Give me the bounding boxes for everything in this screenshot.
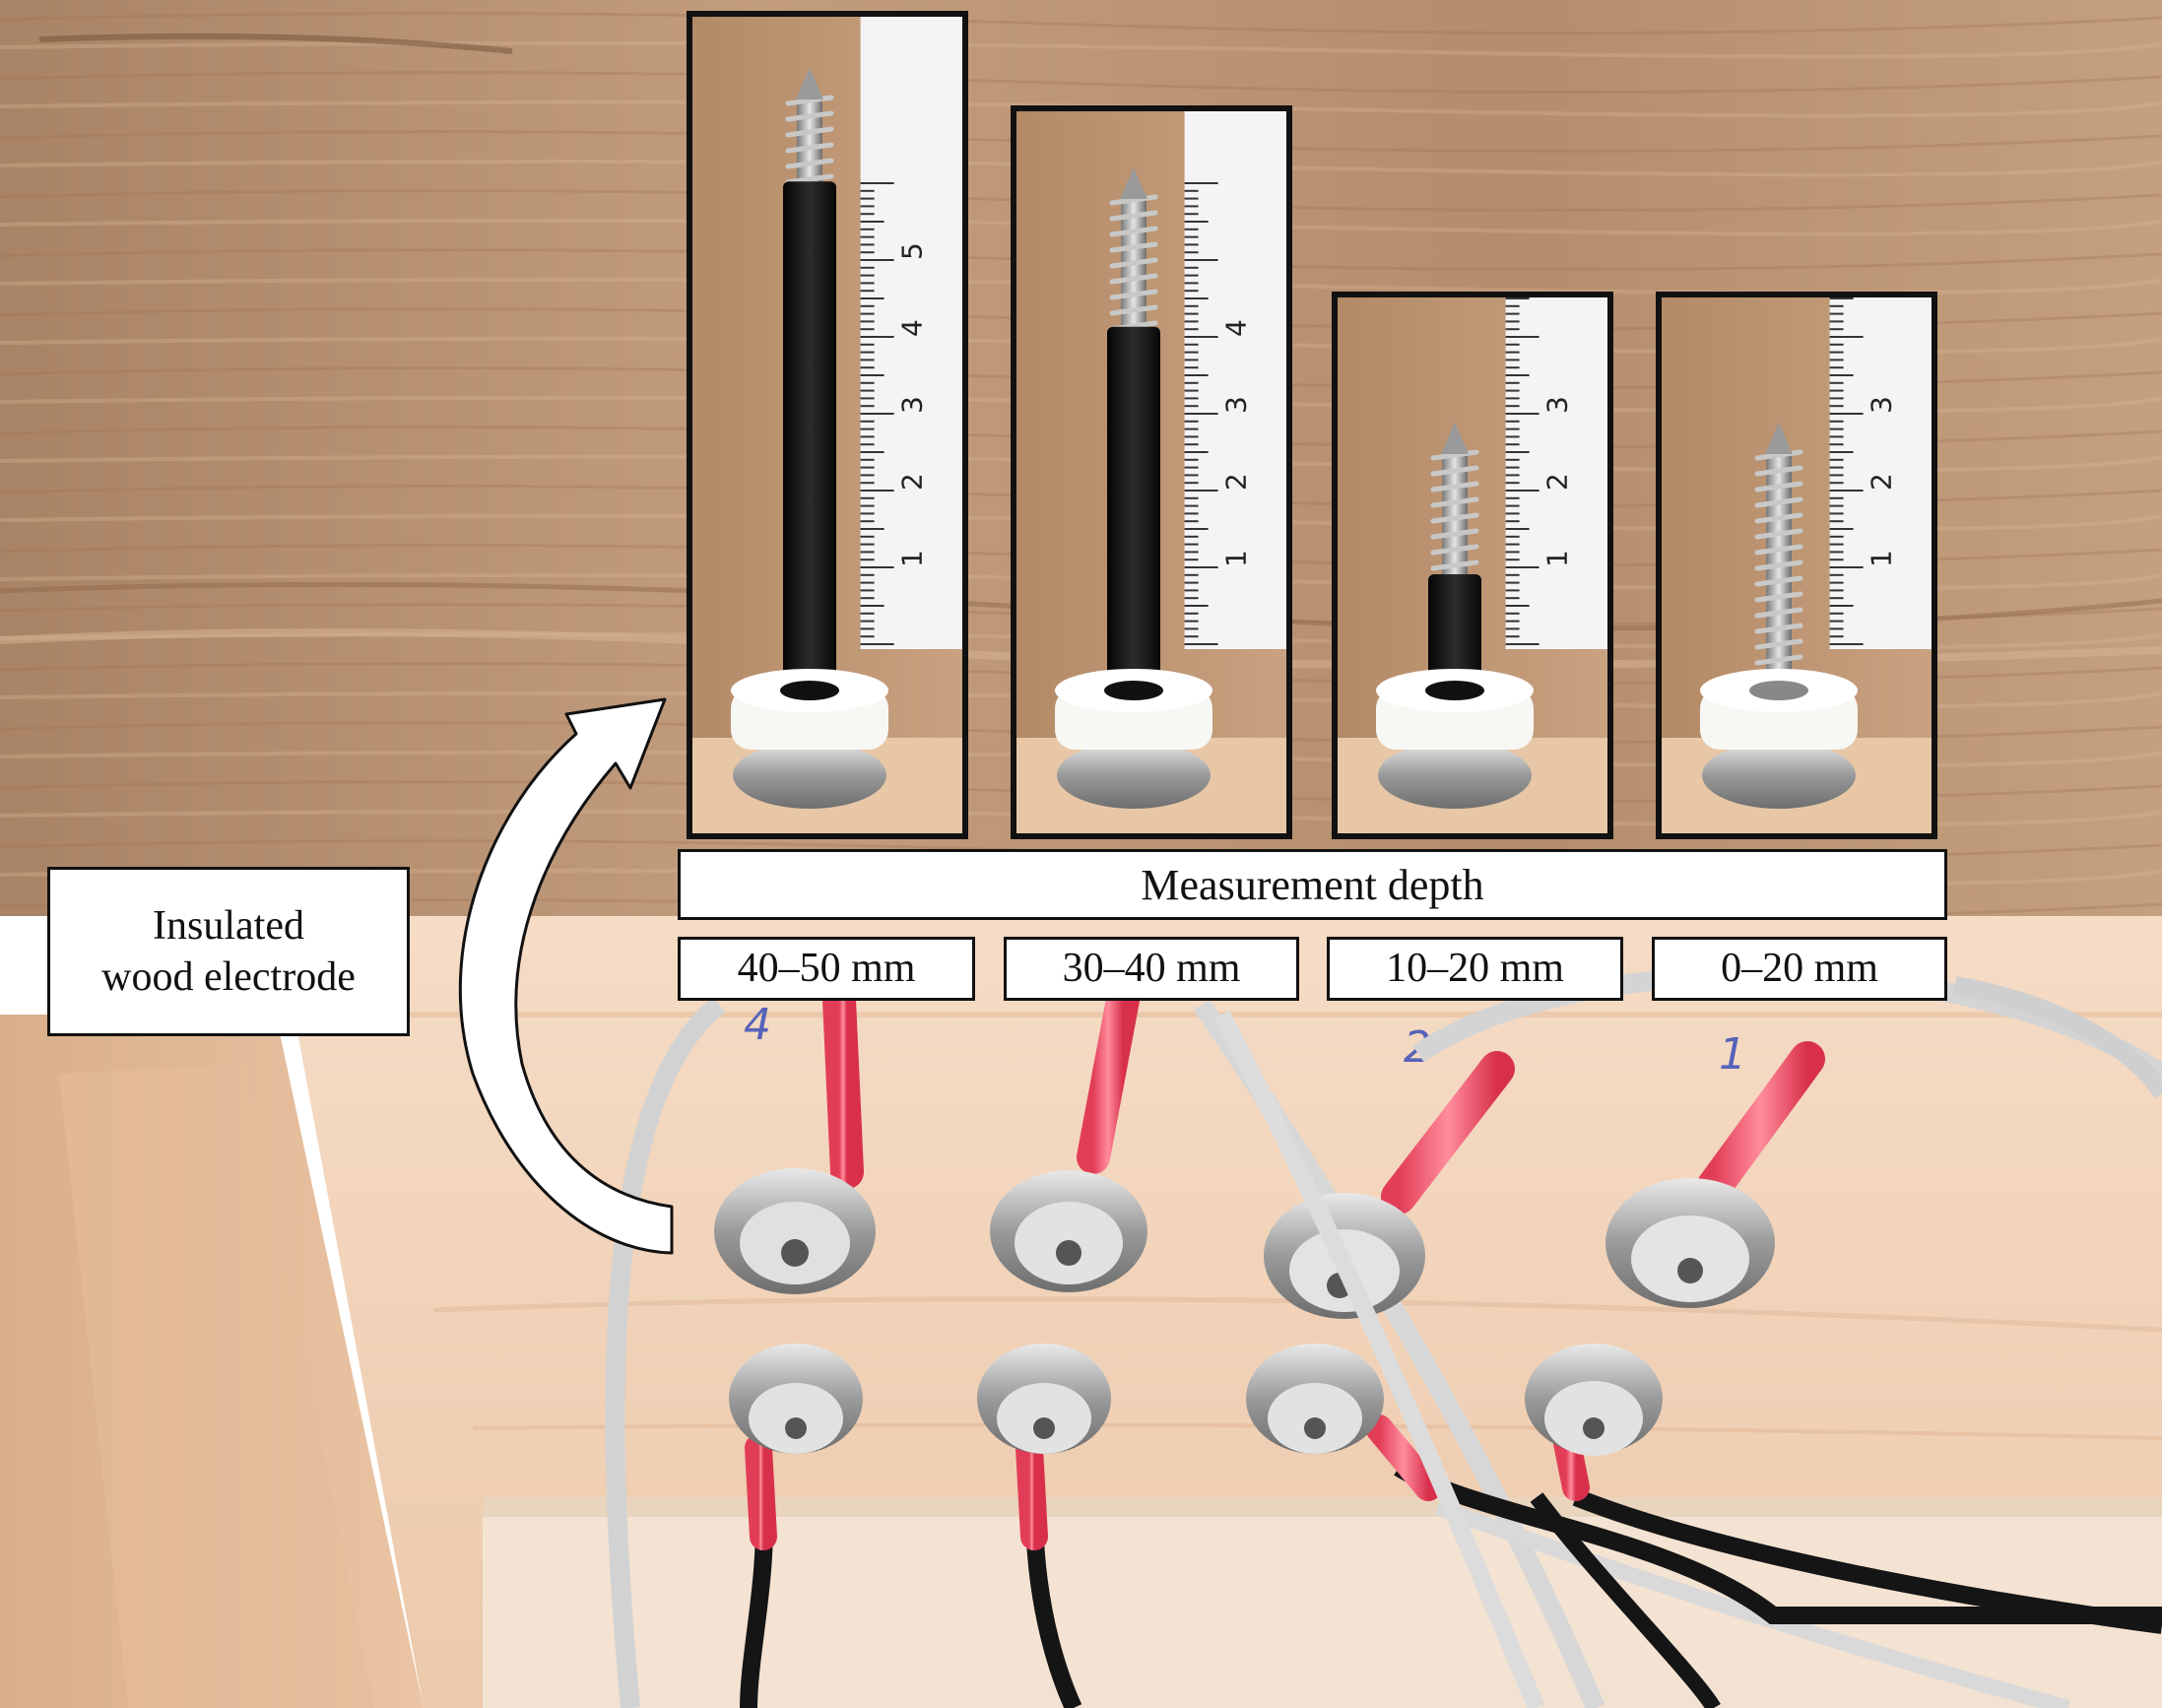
ruler-label: 1 [1541, 550, 1574, 567]
gray-cable [1213, 1010, 1545, 1708]
steel-washer [733, 742, 886, 809]
ruler-label: 2 [896, 473, 929, 491]
ruler-label: 4 [1220, 319, 1253, 337]
ruler-label: 2 [1541, 473, 1574, 491]
ruler [1829, 295, 1934, 649]
electrode-head [990, 1170, 1147, 1292]
electrode-head [714, 1168, 876, 1294]
inset-frame [1011, 105, 1292, 839]
electrode-head [977, 1344, 1111, 1454]
insulated-electrode-callout: Insulated wood electrode [47, 867, 410, 1036]
ruler-label: 1 [1866, 550, 1898, 567]
pen-mark-1: 1 [1719, 1029, 1746, 1080]
inset-photo-4: 1 2 3 [1656, 292, 1937, 839]
insulation-sleeve [783, 181, 836, 698]
depth-label-3: 10–20 mm [1327, 937, 1623, 1001]
inset-frame [687, 11, 968, 839]
curved-arrow-icon [458, 697, 674, 1255]
ruler-label: 5 [896, 242, 929, 260]
depth-label-2: 30–40 mm [1004, 937, 1299, 1001]
ruler [1505, 295, 1610, 649]
ruler-label: 3 [1866, 396, 1898, 414]
electrode-head [1246, 1344, 1384, 1454]
red-tube-group [745, 983, 1825, 1550]
ruler [860, 14, 965, 649]
depth-label-4: 0–20 mm [1652, 937, 1947, 1001]
black-cable [1530, 1492, 1721, 1708]
gray-cable [1953, 976, 2162, 1098]
inset-photo-2: 1 2 3 4 [1011, 105, 1292, 839]
ruler-label: 4 [896, 319, 929, 337]
measurement-depth-header: Measurement depth [678, 849, 1947, 920]
callout-line-1: Insulated [153, 902, 304, 949]
callout-line-2: wood electrode [101, 954, 356, 1000]
electrode-head [729, 1344, 863, 1454]
ruler-label: 1 [1220, 550, 1253, 567]
depth-label-1: 40–50 mm [678, 937, 975, 1001]
ruler-label: 3 [1220, 396, 1253, 414]
gray-cable [1435, 1499, 2071, 1708]
electrode-head [1605, 1178, 1775, 1308]
inset-frame [1656, 292, 1937, 839]
insulation-sleeve [1107, 326, 1160, 698]
steel-washer [1057, 742, 1211, 809]
electrode-head [1525, 1344, 1663, 1456]
steel-washer [1378, 742, 1532, 809]
inset-photo-3: 1 2 3 [1332, 292, 1613, 839]
inset-frame [1332, 292, 1613, 839]
ruler [1184, 108, 1289, 649]
insulation-sleeve [1428, 574, 1481, 698]
ruler-label: 1 [896, 550, 929, 567]
ruler-label: 3 [1541, 396, 1574, 414]
inset-photo-1: 1 2 3 4 5 [687, 11, 968, 839]
pen-mark-4: 4 [744, 1000, 771, 1050]
steel-washer [1702, 742, 1856, 809]
ruler-label: 2 [1220, 473, 1253, 491]
ruler-label: 2 [1866, 473, 1898, 491]
black-cable [1572, 1488, 2162, 1634]
ruler-label: 3 [896, 396, 929, 414]
